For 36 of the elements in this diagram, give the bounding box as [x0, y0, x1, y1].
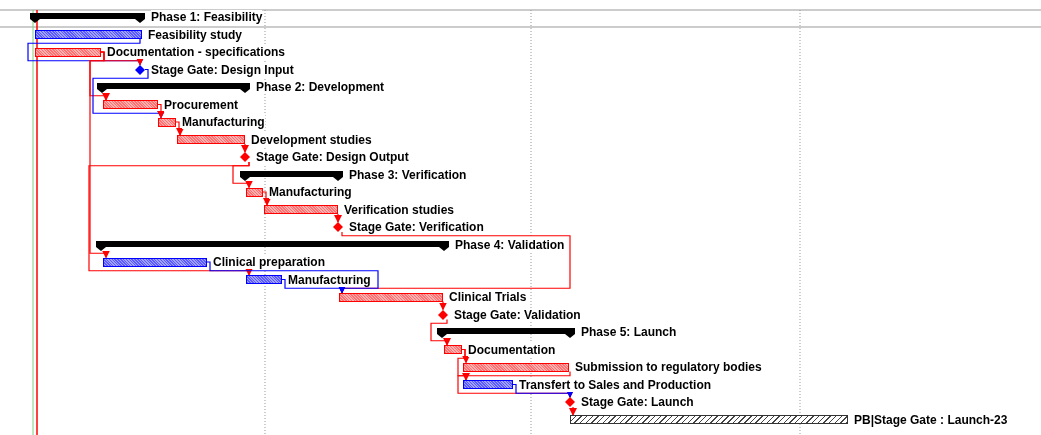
task-label: Development studies [251, 132, 372, 147]
dependency-arrow [430, 318, 451, 346]
task-label: Manufacturing [182, 115, 265, 129]
task-label: Phase 5: Launch [581, 325, 677, 339]
task-label: Stage Gate: Launch [581, 395, 694, 409]
task-label: Phase 2: Development [256, 80, 385, 94]
dependency-arrow [262, 191, 271, 206]
dependency-arrow [175, 121, 184, 136]
dependency-arrow [241, 143, 249, 153]
dependency-arrow [334, 213, 342, 223]
task-label: Documentation [468, 342, 556, 357]
dependency-arrow [281, 278, 346, 294]
task-label: Clinical preparation [213, 255, 326, 269]
task-label: Verification studies [344, 202, 455, 217]
task-label: PB|Stage Gate : Launch-23 [854, 412, 1008, 427]
dependency-arrow [457, 348, 470, 381]
task-label: Clinical Trials [449, 290, 527, 304]
task-label: Transfert to Sales and Production [519, 377, 712, 392]
task-label: Phase 4: Validation [455, 237, 565, 252]
task-label: Phase 3: Verification [349, 167, 467, 182]
task-label: Stage Gate: Design Output [256, 150, 409, 164]
dependency-arrow [89, 51, 110, 259]
dependency-arrow [512, 383, 574, 398]
dependency-arrow [157, 103, 165, 119]
dependency-arrow [88, 161, 253, 276]
task-label: Stage Gate: Design Input [151, 62, 294, 77]
task-label: Documentation - specifications [107, 45, 286, 59]
task-label: Manufacturing [288, 272, 371, 287]
task-label: Phase 1: Feasibility [151, 10, 263, 24]
dependency-arrow [439, 300, 447, 311]
task-label: Stage Gate: Verification [349, 220, 484, 234]
task-label: Stage Gate: Validation [454, 307, 581, 322]
task-label: Manufacturing [269, 185, 352, 199]
task-label: Procurement [164, 97, 239, 112]
task-label: Submission to regulatory bodies [575, 360, 762, 374]
dependency-arrow [569, 406, 577, 416]
